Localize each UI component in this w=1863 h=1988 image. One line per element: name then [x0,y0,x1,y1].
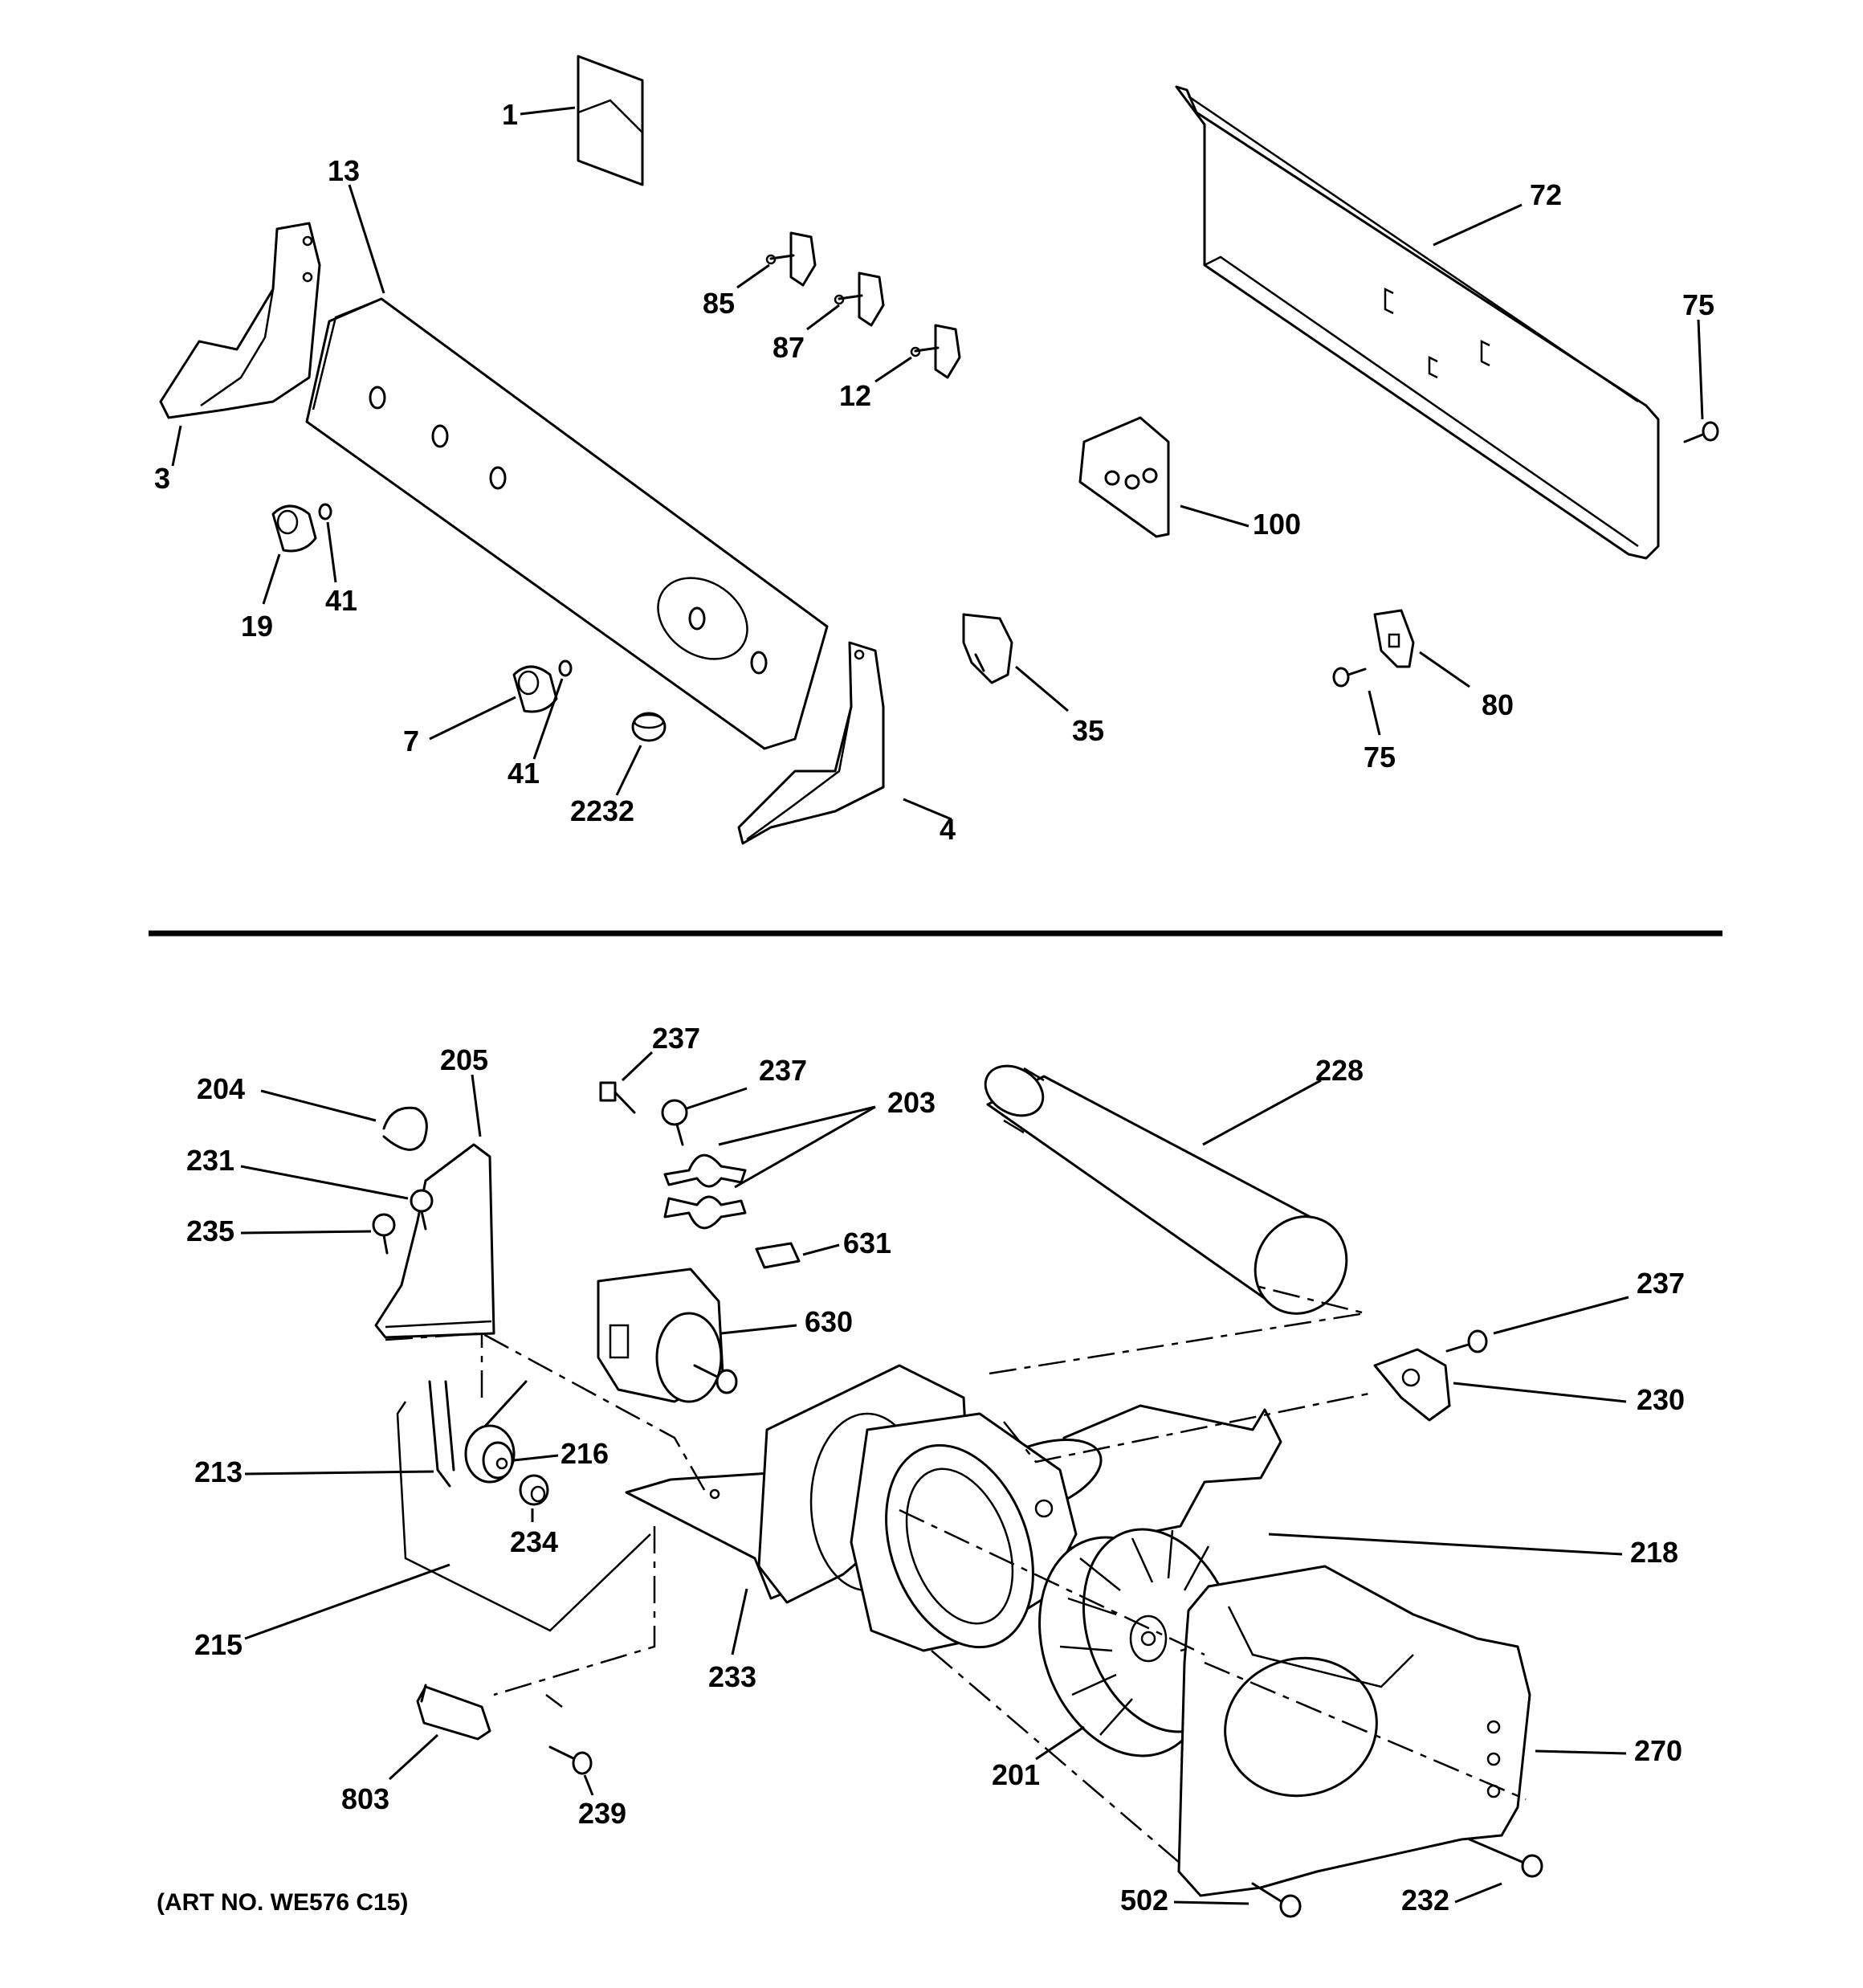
part-239-screw [548,1745,593,1775]
part-228-exhaust-duct [984,1064,1348,1315]
part-230-thermostat [1373,1348,1451,1422]
callout-19: 19 [241,610,273,643]
part-203-clamps [663,1153,747,1230]
part-75-screw-lower [1332,667,1367,688]
callout-230: 230 [1637,1383,1685,1416]
part-80-bracket [1373,609,1415,668]
part-2232-plug-button [631,712,667,742]
part-803-sensor [416,1684,491,1741]
part-41-spring-clip-lower [558,659,573,677]
part-87-switch [834,271,885,327]
part-35-switch [962,613,1013,684]
callout-237-a: 237 [652,1022,700,1055]
callout-228: 228 [1315,1054,1364,1087]
part-216-idler-pulley [464,1424,516,1484]
callout-233: 233 [708,1660,756,1693]
callout-630: 630 [805,1305,853,1338]
part-3-left-end-cap [159,222,321,419]
callout-87: 87 [773,331,805,364]
callout-85: 85 [703,287,735,320]
part-204-clip [382,1106,428,1151]
art-number: (ART NO. WE576 C15) [157,1889,408,1916]
callout-803: 803 [341,1782,389,1815]
callout-239: 239 [578,1797,626,1830]
part-75-screw-upper [1683,421,1719,443]
callout-3: 3 [154,462,170,495]
part-237-screw-b [661,1099,688,1146]
callout-1: 1 [502,98,518,131]
callout-205: 205 [440,1043,488,1076]
part-232-screw [1468,1838,1543,1878]
part-237-screw-c [1445,1329,1488,1353]
part-72-back-panel [1175,85,1660,560]
callout-80: 80 [1482,688,1514,721]
part-100-timer [1078,416,1170,538]
part-630-motor [597,1268,738,1403]
callout-631: 631 [843,1227,891,1259]
part-7-knob [512,665,558,713]
callout-231: 231 [186,1144,234,1177]
part-12-switch [910,324,961,379]
callout-237-c: 237 [1637,1267,1685,1300]
callout-4: 4 [940,813,956,846]
callout-270: 270 [1634,1734,1682,1767]
callout-13: 13 [328,154,360,187]
part-41-spring-clip-upper [318,503,332,520]
part-205-motor-bracket [374,1143,495,1339]
part-218-blower-housing [757,1364,1282,1652]
callout-218: 218 [1630,1536,1678,1569]
assembly-alignment-lines [385,1284,1527,1864]
callout-235: 235 [186,1214,234,1247]
callout-215: 215 [194,1628,243,1661]
callout-502: 502 [1120,1884,1168,1917]
callout-41-upper: 41 [325,584,357,617]
callout-12: 12 [839,379,871,412]
part-13-control-panel [305,297,829,750]
part-85-switch [765,231,817,287]
callout-237-b: 237 [759,1054,807,1087]
part-231-screw [410,1189,434,1231]
part-502-screw [1251,1882,1302,1918]
callout-75-lower: 75 [1364,741,1396,774]
part-270-blower-cover [1177,1565,1531,1897]
callout-213: 213 [194,1455,243,1488]
part-631-connector [755,1242,801,1269]
callout-204: 204 [197,1072,245,1105]
part-237-screw-a [599,1081,636,1114]
callout-7: 7 [403,725,419,757]
part-215-idler-spring [396,1401,651,1632]
callout-100: 100 [1253,508,1301,541]
part-234-bushing [519,1474,549,1506]
part-235-screw [372,1213,396,1255]
callout-201: 201 [992,1758,1040,1791]
part-19-knob [271,504,317,553]
part-4-right-end-cap [737,641,885,845]
callout-2232: 2232 [570,794,634,827]
part-213-idler-arm [428,1380,528,1488]
callout-234: 234 [510,1525,558,1558]
callout-232: 232 [1401,1884,1449,1917]
callout-72: 72 [1530,178,1562,211]
callout-203: 203 [887,1086,936,1119]
callout-35: 35 [1072,714,1104,747]
callout-41-lower: 41 [508,757,540,790]
part-1-literature-envelope [577,55,644,186]
callout-216: 216 [561,1437,609,1470]
callout-75-upper: 75 [1682,288,1714,321]
